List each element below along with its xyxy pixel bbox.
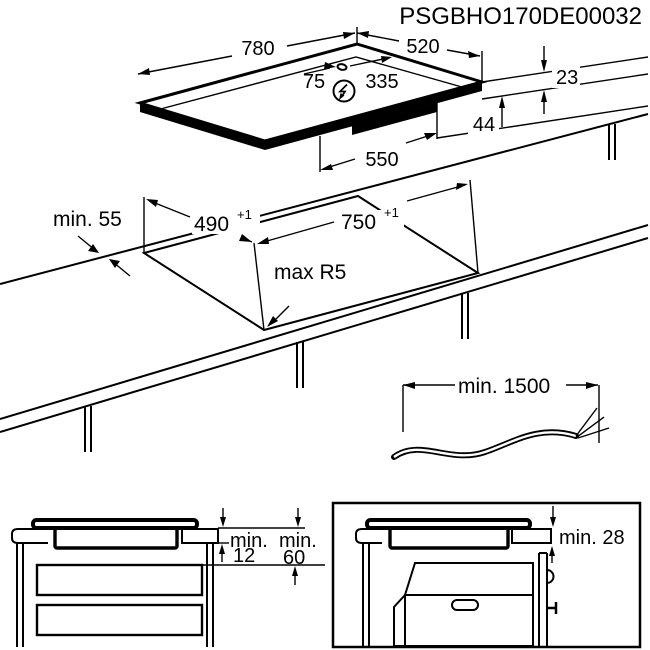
label-cutout-width: 750 [341,211,376,234]
glass-inner-rim [152,56,477,112]
hob-body-section [53,526,179,550]
label-built-in-depth: 44 [473,114,495,136]
label-gap-b: 60 [283,547,305,569]
ext-line-front-right [469,179,479,274]
cable-gland [336,63,348,71]
dim-cutout-width [257,183,468,244]
oven-side-knob [546,569,555,584]
label-cutout-depth: 490 [194,213,229,236]
oven-installation-view [331,501,642,649]
cabinet-left-panel-2 [362,543,370,646]
dim-oven-gap [549,506,556,563]
cable-wire-ends [575,407,610,439]
hob-top-view [134,27,649,172]
worktop-legs [84,124,616,452]
hob-base [140,82,482,150]
cabinet-panels [16,543,214,647]
label-min-b: min. [279,530,317,552]
dim-drawer-gaps [202,508,325,585]
dim-hob-width [137,27,358,75]
power-cable [391,429,579,460]
label-rear-clearance: min. 55 [53,208,122,231]
counter-right-slab [181,528,219,544]
ext-line-front-left [253,242,265,331]
dim-height-above [541,46,547,114]
label-height-above: 23 [556,67,578,89]
model-number: PSGBHO170DE00032 [399,3,642,30]
label-corner-radius: max R5 [274,261,346,284]
hob-glass-section-2 [365,518,532,530]
label-cord-left: 75 [303,71,325,93]
dim-cord-position [303,56,392,75]
label-hob-width: 780 [241,38,274,60]
drawer-front-upper [35,563,204,597]
oven-handle [451,599,479,611]
label-hob-depth: 520 [406,36,439,58]
drawer-installation-view [11,508,325,647]
label-min-a: min. [230,530,268,552]
label-cutout-depth-tol: +1 [237,207,252,222]
worktop-front-edge [0,224,649,420]
label-cable-length: min. 1500 [458,375,550,398]
oven [393,552,558,647]
hob-base-step [352,103,437,135]
label-base-width: 550 [365,149,398,171]
power-connection-icon [332,79,356,103]
dim-rear-clearance [77,235,131,277]
cable-length-note [391,382,610,460]
dim-cutout-depth [146,199,253,243]
worktop-back-edge [0,113,649,285]
hob-body-section-2 [388,526,510,550]
counter-right-slab-2 [511,528,552,544]
oven-left-side [393,592,406,647]
label-gap-a: 12 [233,545,255,567]
counter-left-slab [11,528,48,544]
worktop-front-face-bottom [0,237,649,433]
dim-hob-depth [356,31,483,82]
label-cutout-width-tol: +1 [384,205,399,220]
dim-base-width [319,100,438,172]
label-oven-gap: min. 28 [559,527,625,549]
dim-built-in-depth [499,96,505,127]
hob-glass-section [31,518,199,530]
counter-left-slab-2 [355,528,382,544]
drawer-front-lower [35,603,204,637]
label-cord-right: 335 [365,71,398,93]
worktop-cutout-view [0,113,649,452]
dim-corner-radius [267,305,290,327]
